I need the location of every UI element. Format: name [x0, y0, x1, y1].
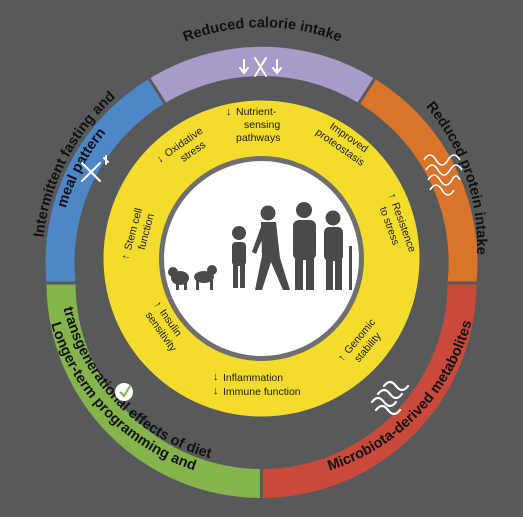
clock-icon — [115, 383, 133, 401]
segment-fasting — [45, 78, 165, 283]
segment-reduced-protein — [358, 78, 478, 283]
crossed-fork-knife-icon — [81, 155, 109, 182]
segment-reduced-calorie — [149, 46, 375, 104]
svg-text:↓: ↓ — [213, 385, 219, 397]
svg-text:Inflammation: Inflammation — [223, 372, 283, 384]
segment-separators — [46, 77, 477, 498]
effect-nutrient-sensing: ↓ Nutrient- sensing pathways — [226, 106, 280, 144]
segment-microbiota — [261, 283, 477, 498]
svg-text:↓: ↓ — [226, 106, 232, 118]
svg-text:↑: ↑ — [336, 352, 349, 364]
protein-structure-icon — [423, 154, 463, 196]
svg-text:↑: ↑ — [386, 191, 399, 200]
svg-text:pathways: pathways — [236, 132, 280, 144]
svg-text:↑: ↑ — [151, 299, 164, 310]
bacteria-icon — [370, 380, 410, 416]
svg-text:Immune function: Immune function — [223, 386, 301, 398]
effect-inflammation-immune: ↓ Inflammation ↓ Immune function — [213, 371, 301, 398]
svg-text:sensing: sensing — [244, 119, 280, 131]
svg-text:↓: ↓ — [213, 371, 219, 383]
human-life-stages-silhouette-icon — [168, 202, 352, 290]
fork-knife-down-arrows-icon — [239, 57, 282, 77]
segment-programming — [46, 283, 262, 498]
svg-text:↑: ↑ — [120, 253, 133, 261]
svg-text:↓: ↓ — [154, 153, 165, 166]
svg-text:Nutrient-: Nutrient- — [236, 106, 277, 118]
outer-ring — [45, 46, 478, 498]
